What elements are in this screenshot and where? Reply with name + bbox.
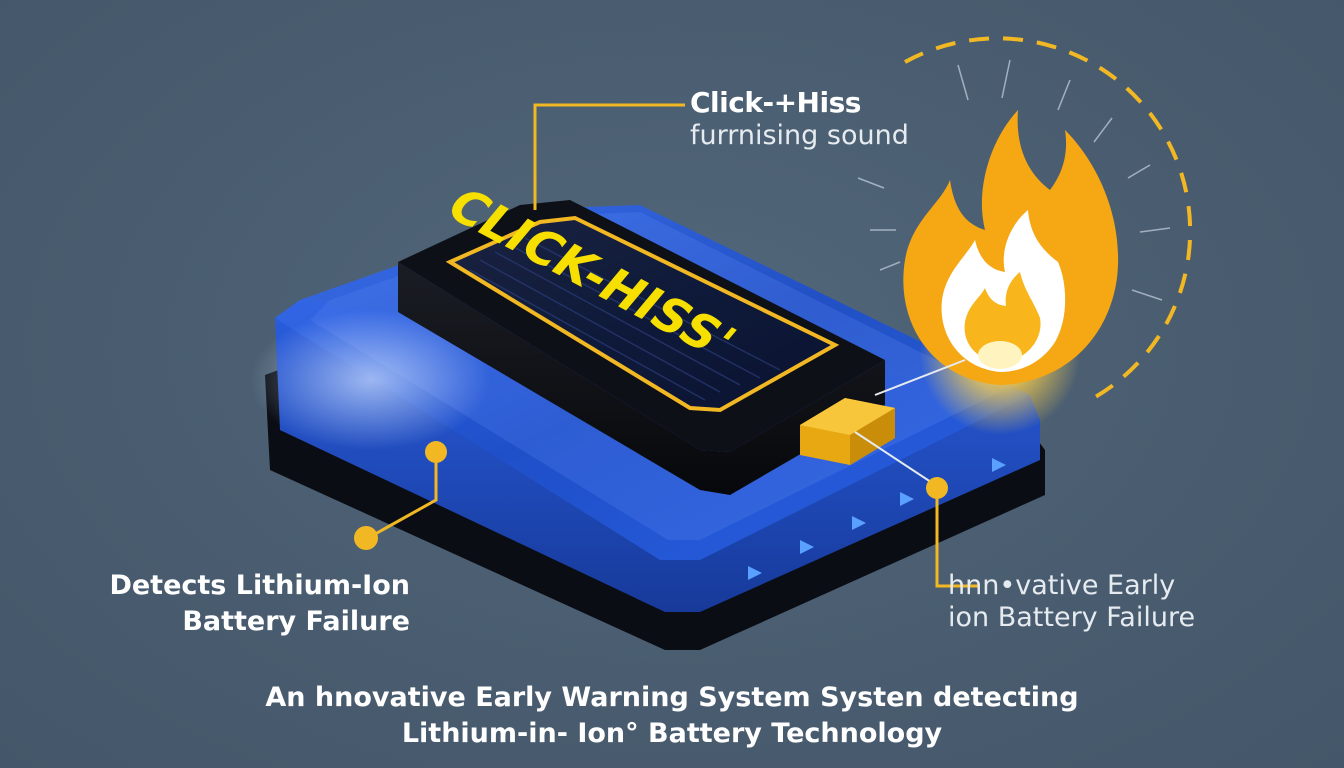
callout-dot bbox=[354, 526, 378, 550]
callout-left-line: Battery Failure bbox=[182, 606, 410, 637]
callout-right: hnn•vative Early ion Battery Failure bbox=[948, 570, 1195, 634]
callout-top-title: Click-+Hiss bbox=[690, 86, 861, 119]
arrow-marker-icon bbox=[900, 492, 914, 506]
sensor-wire-lower bbox=[854, 431, 941, 489]
callout-top-subtitle: furrnising sound bbox=[690, 120, 909, 151]
arrow-marker-icon bbox=[800, 540, 814, 554]
battery bbox=[398, 200, 885, 495]
sensor-wire bbox=[874, 359, 966, 396]
arrow-marker-icon bbox=[852, 516, 866, 530]
caption-line: Lithium-in- Ion° Battery Technology bbox=[401, 718, 943, 749]
diagram-caption: An hnovative Early Warning System Systen… bbox=[0, 680, 1344, 752]
callout-right-line: ion Battery Failure bbox=[948, 602, 1196, 633]
callout-dot bbox=[926, 477, 948, 499]
arrow-marker-icon bbox=[748, 566, 762, 580]
sensor-chip-icon bbox=[800, 398, 895, 465]
flame-icon bbox=[903, 110, 1119, 435]
sound-ring-icon bbox=[904, 36, 1193, 402]
callout-dot bbox=[425, 441, 447, 463]
callout-left: Detects Lithium-Ion Battery Failure bbox=[70, 568, 410, 640]
arrow-marker-icon bbox=[992, 458, 1006, 472]
callout-left-line: Detects Lithium-Ion bbox=[109, 570, 410, 601]
callout-leaders bbox=[367, 103, 978, 588]
caption-line: An hnovative Early Warning System Systen… bbox=[265, 682, 1079, 713]
callout-right-line: hnn•vative Early bbox=[948, 570, 1176, 601]
